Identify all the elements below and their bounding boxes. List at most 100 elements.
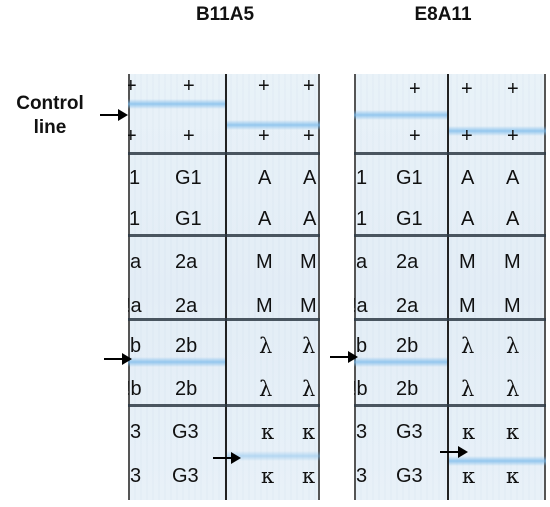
2b-band-arrow-icon xyxy=(330,351,358,363)
b11a5-strip-panel: + + + + + + + + 1 G1 A A 1 G1 A A a 2a M… xyxy=(128,74,320,500)
2b-label: b xyxy=(130,335,142,357)
2a-label: !a xyxy=(354,295,368,317)
plus-sign: + xyxy=(258,75,270,97)
control-label-line2: line xyxy=(33,116,67,138)
row-divider xyxy=(354,234,546,237)
strip-edge xyxy=(318,74,320,500)
2b-band-arrow-icon xyxy=(104,353,132,365)
a-label: A xyxy=(258,208,272,230)
a-label: A xyxy=(303,208,317,230)
m-label: M xyxy=(256,295,273,317)
g1-label: G1 xyxy=(396,167,423,189)
2b-label: 2b xyxy=(175,335,198,357)
kappa-label: κ xyxy=(302,464,316,488)
plus-sign: + xyxy=(128,75,137,97)
kappa-label: κ xyxy=(462,420,476,444)
g3-label: G3 xyxy=(172,421,199,443)
strip-edge xyxy=(544,74,546,500)
strip-edge xyxy=(354,74,356,500)
control-line-arrow-icon xyxy=(100,109,128,121)
row-divider xyxy=(128,404,320,407)
lambda-label: λ xyxy=(302,334,316,358)
plus-sign: + xyxy=(303,125,315,147)
plus-sign: + xyxy=(507,78,519,100)
2b-label: b xyxy=(356,335,368,357)
plus-sign: + xyxy=(303,75,315,97)
lambda-label: λ xyxy=(461,377,475,401)
lambda-label: λ xyxy=(506,334,520,358)
g3-label: G3 xyxy=(396,421,423,443)
kappa-label: κ xyxy=(506,464,520,488)
kappa-label: κ xyxy=(261,464,275,488)
2a-label: 2a xyxy=(175,295,198,317)
plus-sign: + xyxy=(183,125,195,147)
control-band xyxy=(449,126,546,136)
row-divider xyxy=(354,152,546,155)
g1-label: G1 xyxy=(175,167,202,189)
2b-label: 2b xyxy=(175,378,198,400)
test-band-2b xyxy=(128,357,225,367)
lambda-label: λ xyxy=(506,377,520,401)
lambda-label: λ xyxy=(461,334,475,358)
row-divider xyxy=(128,234,320,237)
plus-sign: + xyxy=(507,125,519,147)
plus-sign: + xyxy=(409,125,421,147)
kappa-label: κ xyxy=(506,420,520,444)
m-label: M xyxy=(300,295,317,317)
strip-divider xyxy=(447,74,449,500)
strip-divider xyxy=(225,74,227,500)
2b-label: !b xyxy=(128,378,142,400)
m-label: M xyxy=(300,251,317,273)
kappa-band-arrow-icon xyxy=(440,446,468,458)
g1-label: 1 xyxy=(129,208,141,230)
g1-label: G1 xyxy=(396,208,423,230)
2b-label: 2b xyxy=(396,378,419,400)
lambda-label: λ xyxy=(302,377,316,401)
g3-label: 3 xyxy=(356,421,368,443)
control-band xyxy=(227,120,320,130)
row-divider xyxy=(354,404,546,407)
2a-label: 2a xyxy=(396,251,419,273)
plus-sign: + xyxy=(128,125,137,147)
g1-label: G1 xyxy=(175,208,202,230)
2a-label: 2a xyxy=(175,251,198,273)
control-line-label: Control line xyxy=(0,92,100,140)
test-band-kappa xyxy=(449,456,546,466)
row-divider xyxy=(128,318,320,321)
kappa-band-arrow-icon xyxy=(213,452,241,464)
row-divider xyxy=(354,318,546,321)
test-band-kappa xyxy=(227,451,320,461)
2a-label: 2a xyxy=(396,295,419,317)
title-e8a11: E8A11 xyxy=(414,4,472,25)
lambda-label: λ xyxy=(259,377,273,401)
a-label: A xyxy=(461,208,475,230)
g1-label: 1 xyxy=(356,208,368,230)
m-label: M xyxy=(256,251,273,273)
plus-sign: + xyxy=(409,78,421,100)
2a-label: a xyxy=(130,251,142,273)
kappa-label: κ xyxy=(302,420,316,444)
plus-sign: + xyxy=(461,125,473,147)
e8a11-strip-panel: + + + + + + 1 G1 A A 1 G1 A A a 2a M M !… xyxy=(354,74,546,500)
control-label-line1: Control xyxy=(16,93,84,114)
2a-label: !a xyxy=(128,295,142,317)
m-label: M xyxy=(504,295,521,317)
control-band xyxy=(354,110,447,120)
title-b11a5: B11A5 xyxy=(195,4,255,25)
m-label: M xyxy=(504,251,521,273)
g1-label: 1 xyxy=(129,167,141,189)
a-label: A xyxy=(461,167,475,189)
a-label: A xyxy=(506,208,520,230)
g3-label: 3 xyxy=(130,421,142,443)
g1-label: 1 xyxy=(356,167,368,189)
a-label: A xyxy=(506,167,520,189)
plus-sign: + xyxy=(461,78,473,100)
g3-label: 3 xyxy=(356,465,368,487)
row-divider xyxy=(128,152,320,155)
kappa-label: κ xyxy=(462,464,476,488)
g3-label: G3 xyxy=(396,465,423,487)
g3-label: 3 xyxy=(130,465,142,487)
plus-sign: + xyxy=(183,75,195,97)
kappa-label: κ xyxy=(261,420,275,444)
control-band xyxy=(128,99,225,109)
